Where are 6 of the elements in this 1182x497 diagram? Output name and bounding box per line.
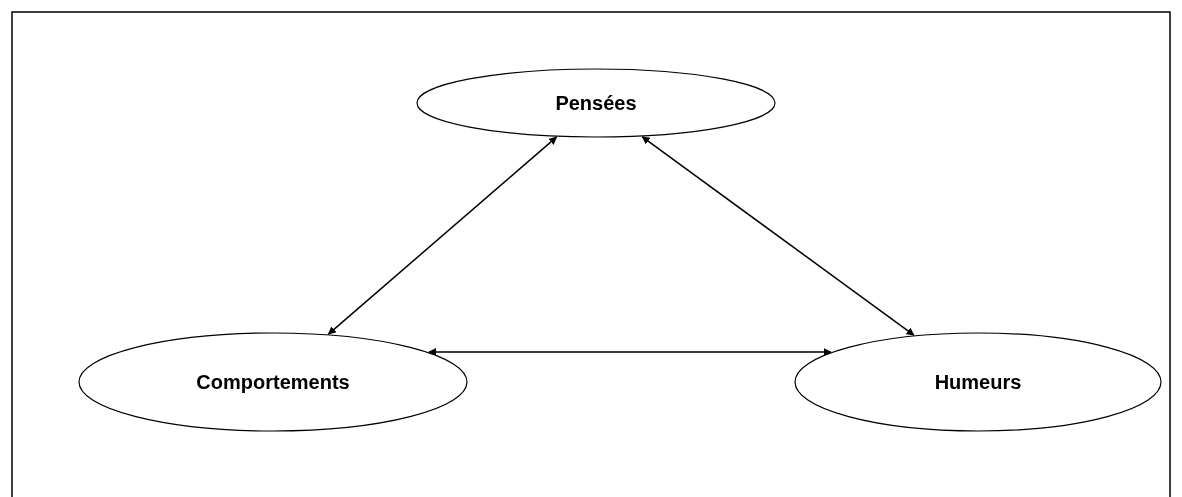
node-label: Pensées <box>555 91 637 115</box>
node-label: Humeurs <box>934 370 1022 394</box>
double-arrow <box>641 136 915 336</box>
double-arrow <box>428 348 832 356</box>
node-label: Comportements <box>196 370 350 394</box>
double-arrow <box>327 136 558 335</box>
